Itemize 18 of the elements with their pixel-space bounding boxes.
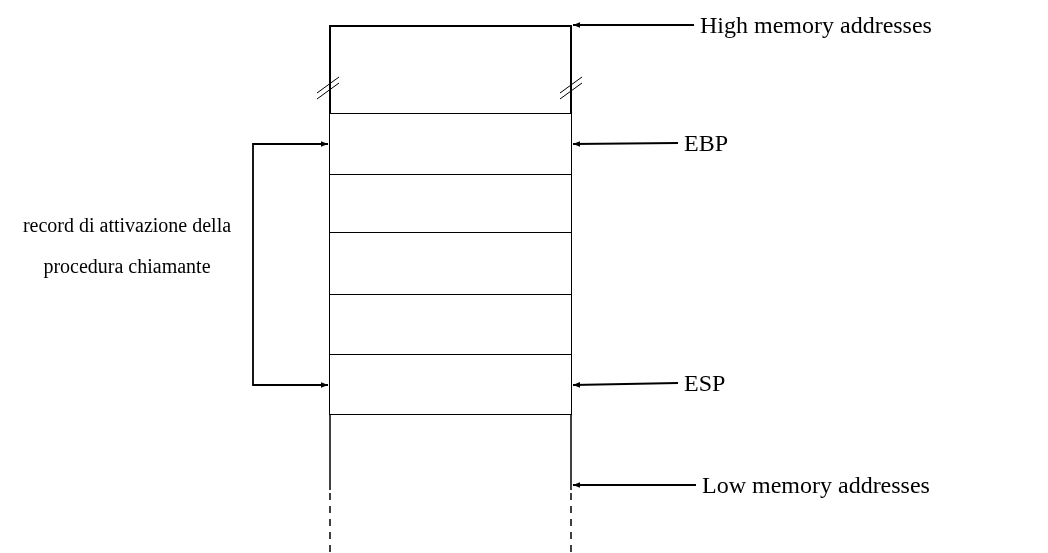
register-label: ESP: [684, 366, 726, 400]
arrow: [252, 141, 329, 267]
stack-cell: [329, 295, 572, 355]
arrow: [572, 22, 695, 28]
stack-cell: [329, 113, 572, 175]
arrow: [252, 265, 329, 388]
arrow: [572, 141, 679, 147]
open-stack-area: [329, 415, 572, 553]
memory-address-label: Low memory addresses: [702, 468, 930, 502]
memory-address-label: High memory addresses: [700, 8, 932, 42]
stack-cell: [329, 233, 572, 295]
stack-cell: [329, 355, 572, 415]
activation-record-label: record di attivazione della procedura chiamante: [4, 205, 250, 327]
register-label: EBP: [684, 126, 728, 160]
stack-top-area: [329, 25, 572, 113]
stack-cell: [329, 175, 572, 233]
arrow: [572, 482, 697, 488]
arrow: [572, 382, 679, 388]
